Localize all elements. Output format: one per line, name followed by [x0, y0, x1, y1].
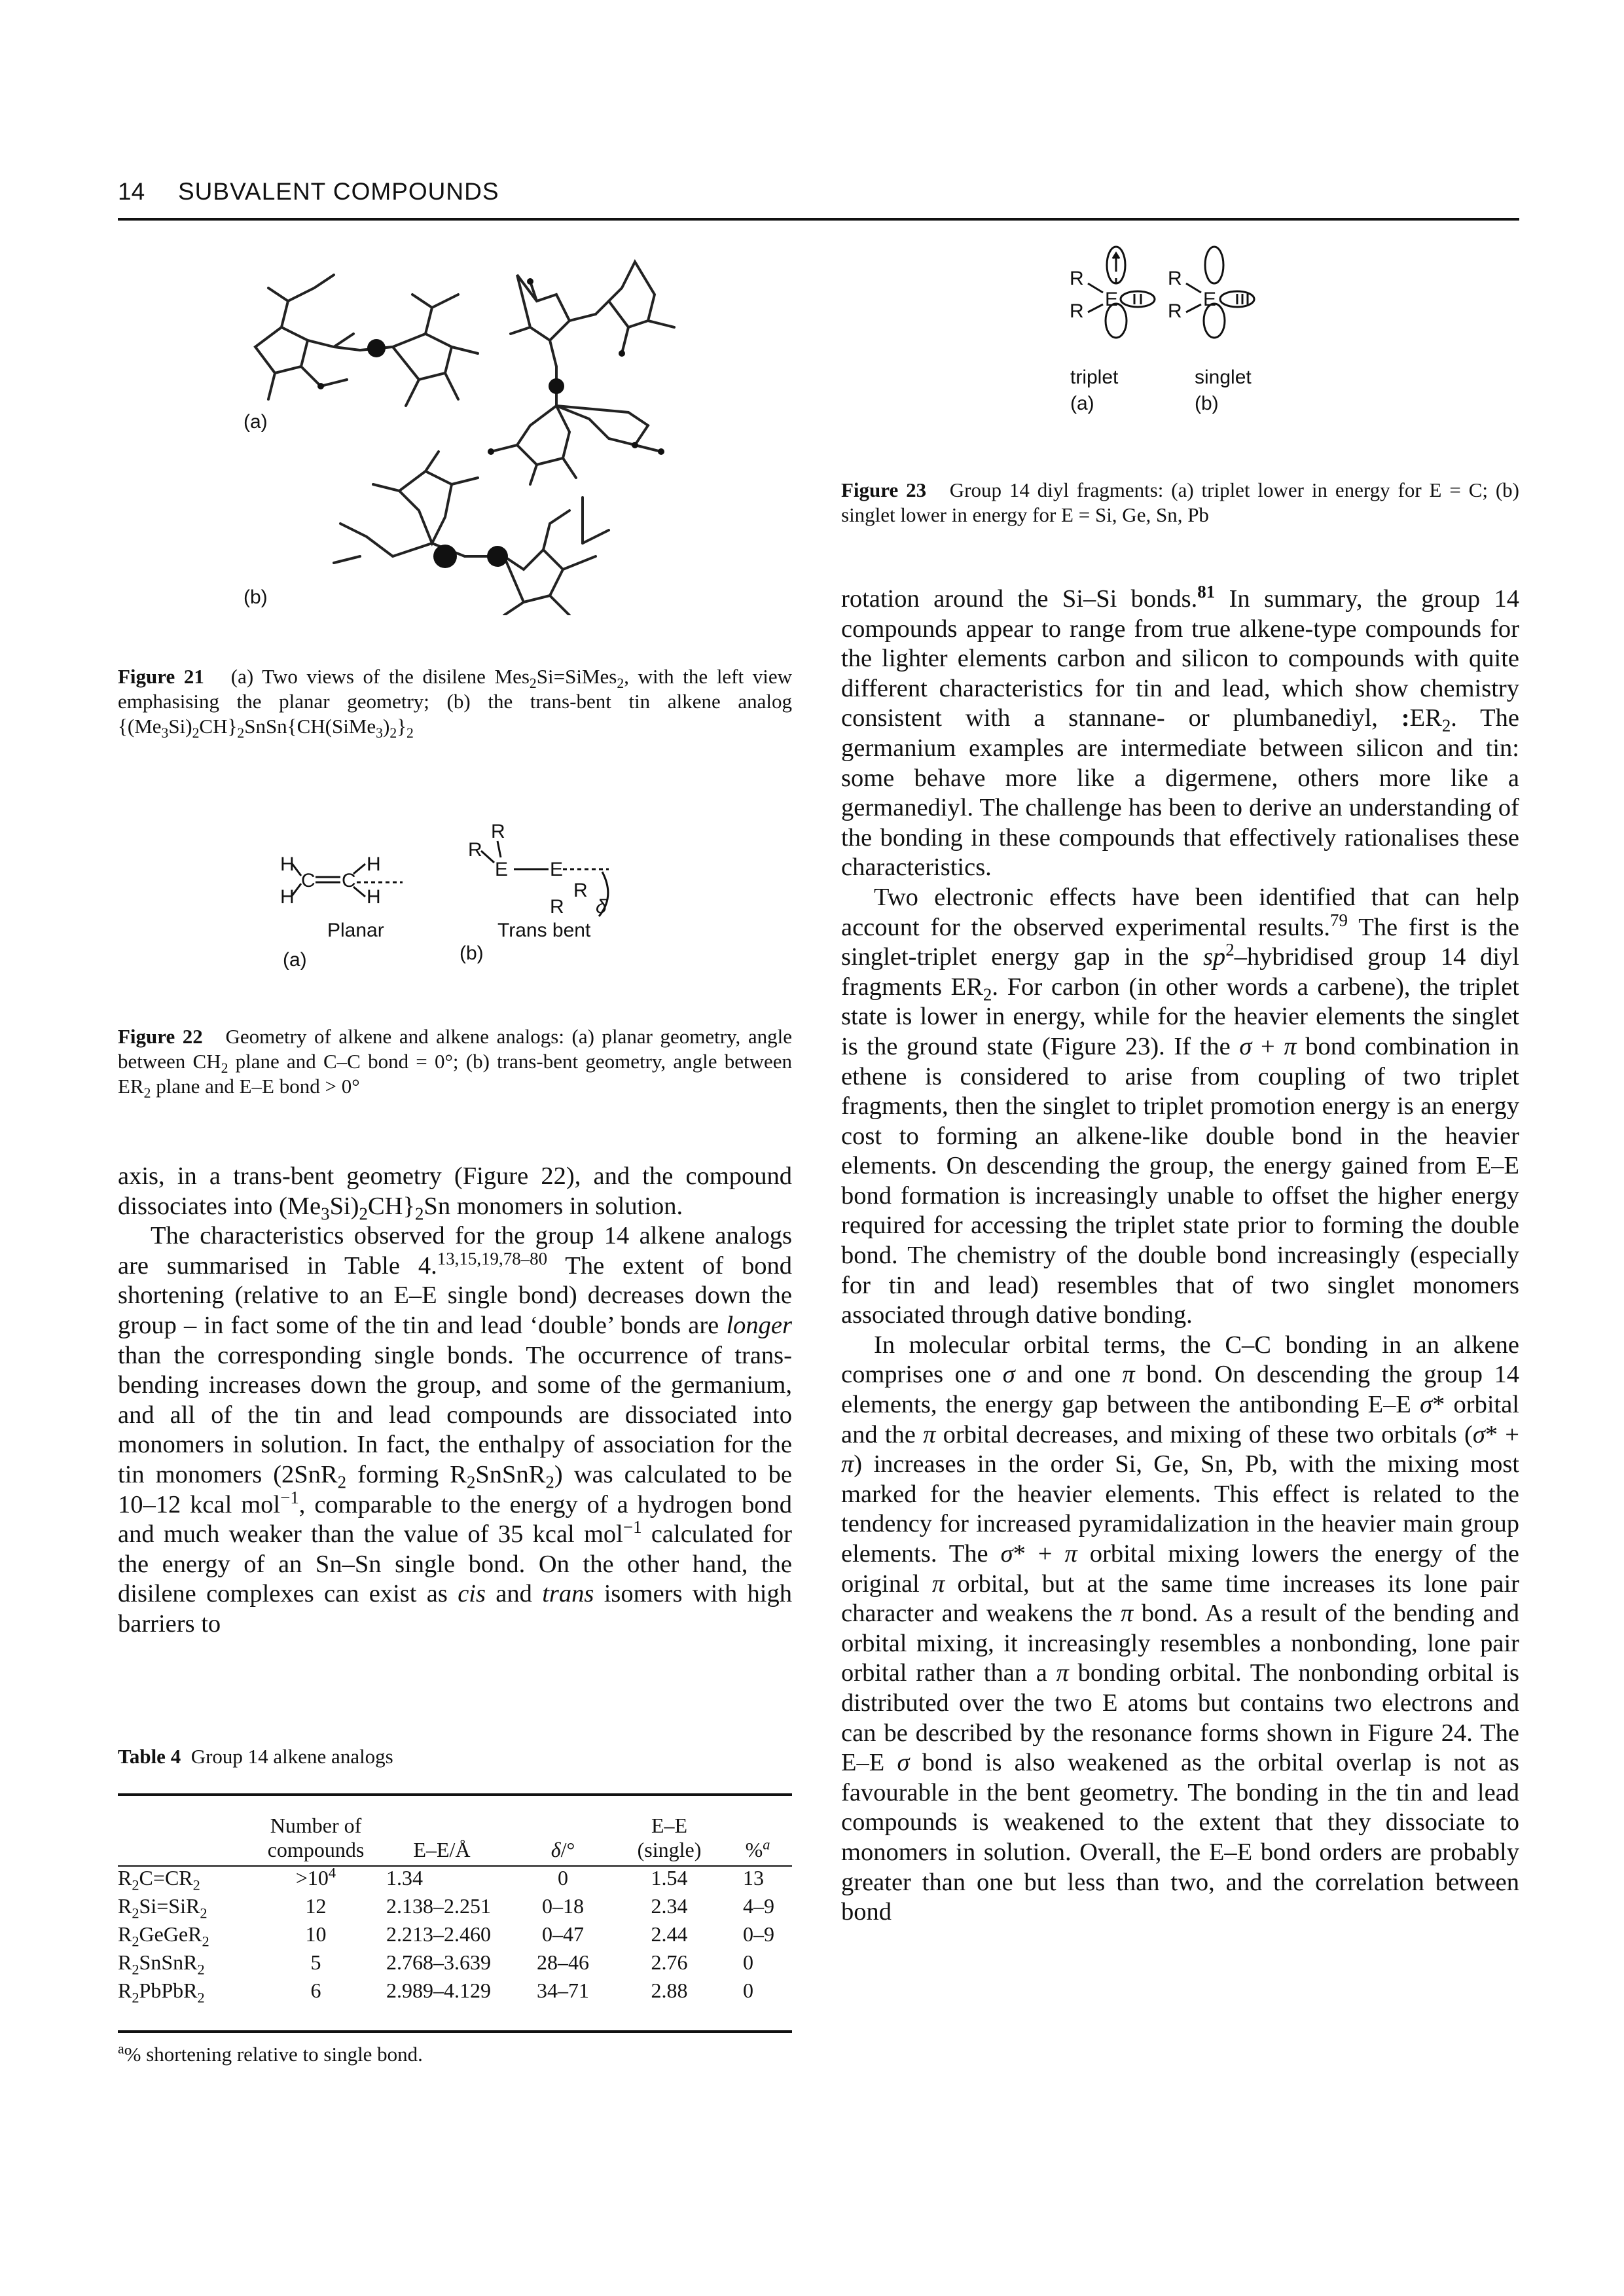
table-cell: 2.44 [651, 1922, 688, 1946]
table-cell: 6 [310, 1979, 321, 2002]
figure-23-caption-label: Figure 23 [841, 478, 927, 501]
figure-22-planar-label: Planar [327, 920, 384, 941]
table-4-top-rule [118, 1793, 792, 1796]
figure-21-molecular-structures [253, 259, 676, 615]
table-cell: 2.768–3.639 [386, 1950, 491, 1974]
table-cell: 4–9 [743, 1894, 774, 1918]
table-4-header-rule [118, 1865, 792, 1867]
figure-22-caption-label: Figure 22 [118, 1025, 203, 1048]
figure-21-caption: Figure 21 (a) Two views of the disilene … [118, 664, 793, 742]
table-4-footnote: a% shortening relative to single bond. [118, 2041, 423, 2066]
header-rule [118, 218, 1519, 221]
table-4-title: Table 4 Group 14 alkene analogs [118, 1744, 792, 1769]
table-cell: 0–18 [542, 1894, 584, 1918]
table-cell: R2SnSnR2 [118, 1950, 205, 1978]
table-cell: 0–9 [743, 1922, 774, 1946]
table-cell: 0 [743, 1950, 753, 1974]
table-cell: R2C=CR2 [118, 1866, 200, 1893]
figure-22-trans-bent-label: Trans bent [497, 920, 591, 941]
figure-23-label-a: (a) [1070, 393, 1094, 414]
table-cell: 0 [558, 1866, 568, 1890]
table-4-title-text: Group 14 alkene analogs [190, 1745, 393, 1768]
fig23-r2: R [1070, 300, 1084, 322]
table-4-header-cell: %a [745, 1836, 770, 1861]
table-4-header-cell: E–E(single) [637, 1814, 702, 1861]
table-row: R2Si=SiR2 12 2.138–2.251 0–18 2.34 4–9 [118, 1890, 792, 1922]
table-cell: 10 [305, 1922, 327, 1946]
table-cell: 5 [310, 1950, 321, 1974]
fig23-r1: R [1070, 268, 1084, 289]
figure-21-label-a: (a) [244, 411, 268, 433]
right-column-text: rotation around the Si–Si bonds.81 In su… [841, 582, 1520, 1926]
table-4-label: Table 4 [118, 1745, 181, 1768]
figure-22-label-a: (a) [283, 949, 307, 971]
figure-23-label-b: (b) [1195, 393, 1219, 414]
table-4-bottom-rule [118, 2030, 792, 2033]
fig22-atom-h2: H [280, 886, 295, 908]
figure-22-caption: Figure 22 Geometry of alkene and alkene … [118, 1024, 792, 1102]
fig22-atom-e1: E [495, 859, 508, 880]
fig22-atom-c1: C [301, 870, 316, 891]
figure-21-caption-label: Figure 21 [118, 665, 204, 688]
table-row: R2PbPbR2 6 2.989–4.129 34–71 2.88 0 [118, 1975, 792, 2006]
fig22-atom-c2: C [342, 870, 356, 891]
table-cell: R2GeGeR2 [118, 1922, 209, 1950]
figure-22-label-b: (b) [460, 942, 484, 964]
fig23-e2: E [1203, 289, 1216, 310]
fig22-atom-h4: H [367, 886, 381, 908]
fig23-e1: E [1105, 289, 1118, 310]
table-cell: >104 [295, 1864, 336, 1890]
fig22-delta: δ [596, 896, 607, 918]
fig23-r3: R [1168, 268, 1182, 289]
figure-23-caption-text: Group 14 diyl fragments: (a) triplet low… [841, 478, 1520, 526]
table-4-header-cell: E–E/Å [413, 1838, 471, 1861]
figure-23-singlet-label: singlet [1195, 367, 1252, 388]
figure-23-caption: Figure 23 Group 14 diyl fragments: (a) t… [841, 478, 1519, 528]
table-row: R2SnSnR2 5 2.768–3.639 28–46 2.76 0 [118, 1946, 792, 1978]
table-4-header-cell [118, 1800, 259, 1862]
table-cell: 2.989–4.129 [386, 1979, 491, 2002]
figure-21-caption-text: (a) Two views of the disilene Mes2Si=SiM… [118, 665, 793, 742]
table-cell: 0–47 [542, 1922, 584, 1946]
fig22-atom-h3: H [367, 853, 381, 875]
table-row: R2C=CR2 >104 1.34 0 1.54 13 [118, 1862, 792, 1893]
figure-23-diyl-fragments: R R E R R E [1070, 245, 1255, 339]
fig22-atom-h1: H [280, 853, 295, 875]
figure-22-alkene-geometry: H H C C H H R R E E R R δ [280, 821, 609, 918]
figure-22-caption-text: Geometry of alkene and alkene analogs: (… [118, 1025, 792, 1102]
table-cell: 0 [743, 1979, 753, 2002]
fig23-r4: R [1168, 300, 1182, 322]
table-cell: 2.88 [651, 1979, 688, 2002]
table-cell: 34–71 [537, 1979, 589, 2002]
table-cell: 2.138–2.251 [386, 1894, 491, 1918]
fig22-atom-r3: R [573, 880, 588, 901]
fig22-atom-r2: R [468, 839, 482, 861]
table-cell: 2.213–2.460 [386, 1922, 491, 1946]
fig22-atom-r4: R [550, 896, 564, 918]
table-cell: R2PbPbR2 [118, 1979, 205, 2006]
left-column-text: axis, in a trans-bent geometry (Figure 2… [118, 1162, 793, 1638]
table-cell: 13 [743, 1866, 764, 1890]
table-cell: 1.34 [386, 1866, 423, 1890]
table-cell: 1.54 [651, 1866, 688, 1890]
running-title: SUBVALENT COMPOUNDS [178, 178, 499, 205]
fig22-atom-r1: R [491, 821, 505, 842]
figure-21-label-b: (b) [244, 586, 268, 608]
table-4-header-cell: δ/° [550, 1838, 575, 1861]
table-row: R2GeGeR2 10 2.213–2.460 0–47 2.44 0–9 [118, 1918, 792, 1950]
page-number: 14 [118, 178, 145, 205]
table-cell: 12 [305, 1894, 327, 1918]
figure-23-triplet-label: triplet [1070, 367, 1119, 388]
table-cell: 28–46 [537, 1950, 589, 1974]
table-cell: R2Si=SiR2 [118, 1894, 208, 1922]
table-cell: 2.76 [651, 1950, 688, 1974]
table-cell: 2.34 [651, 1894, 688, 1918]
fig22-atom-e2: E [550, 859, 563, 880]
